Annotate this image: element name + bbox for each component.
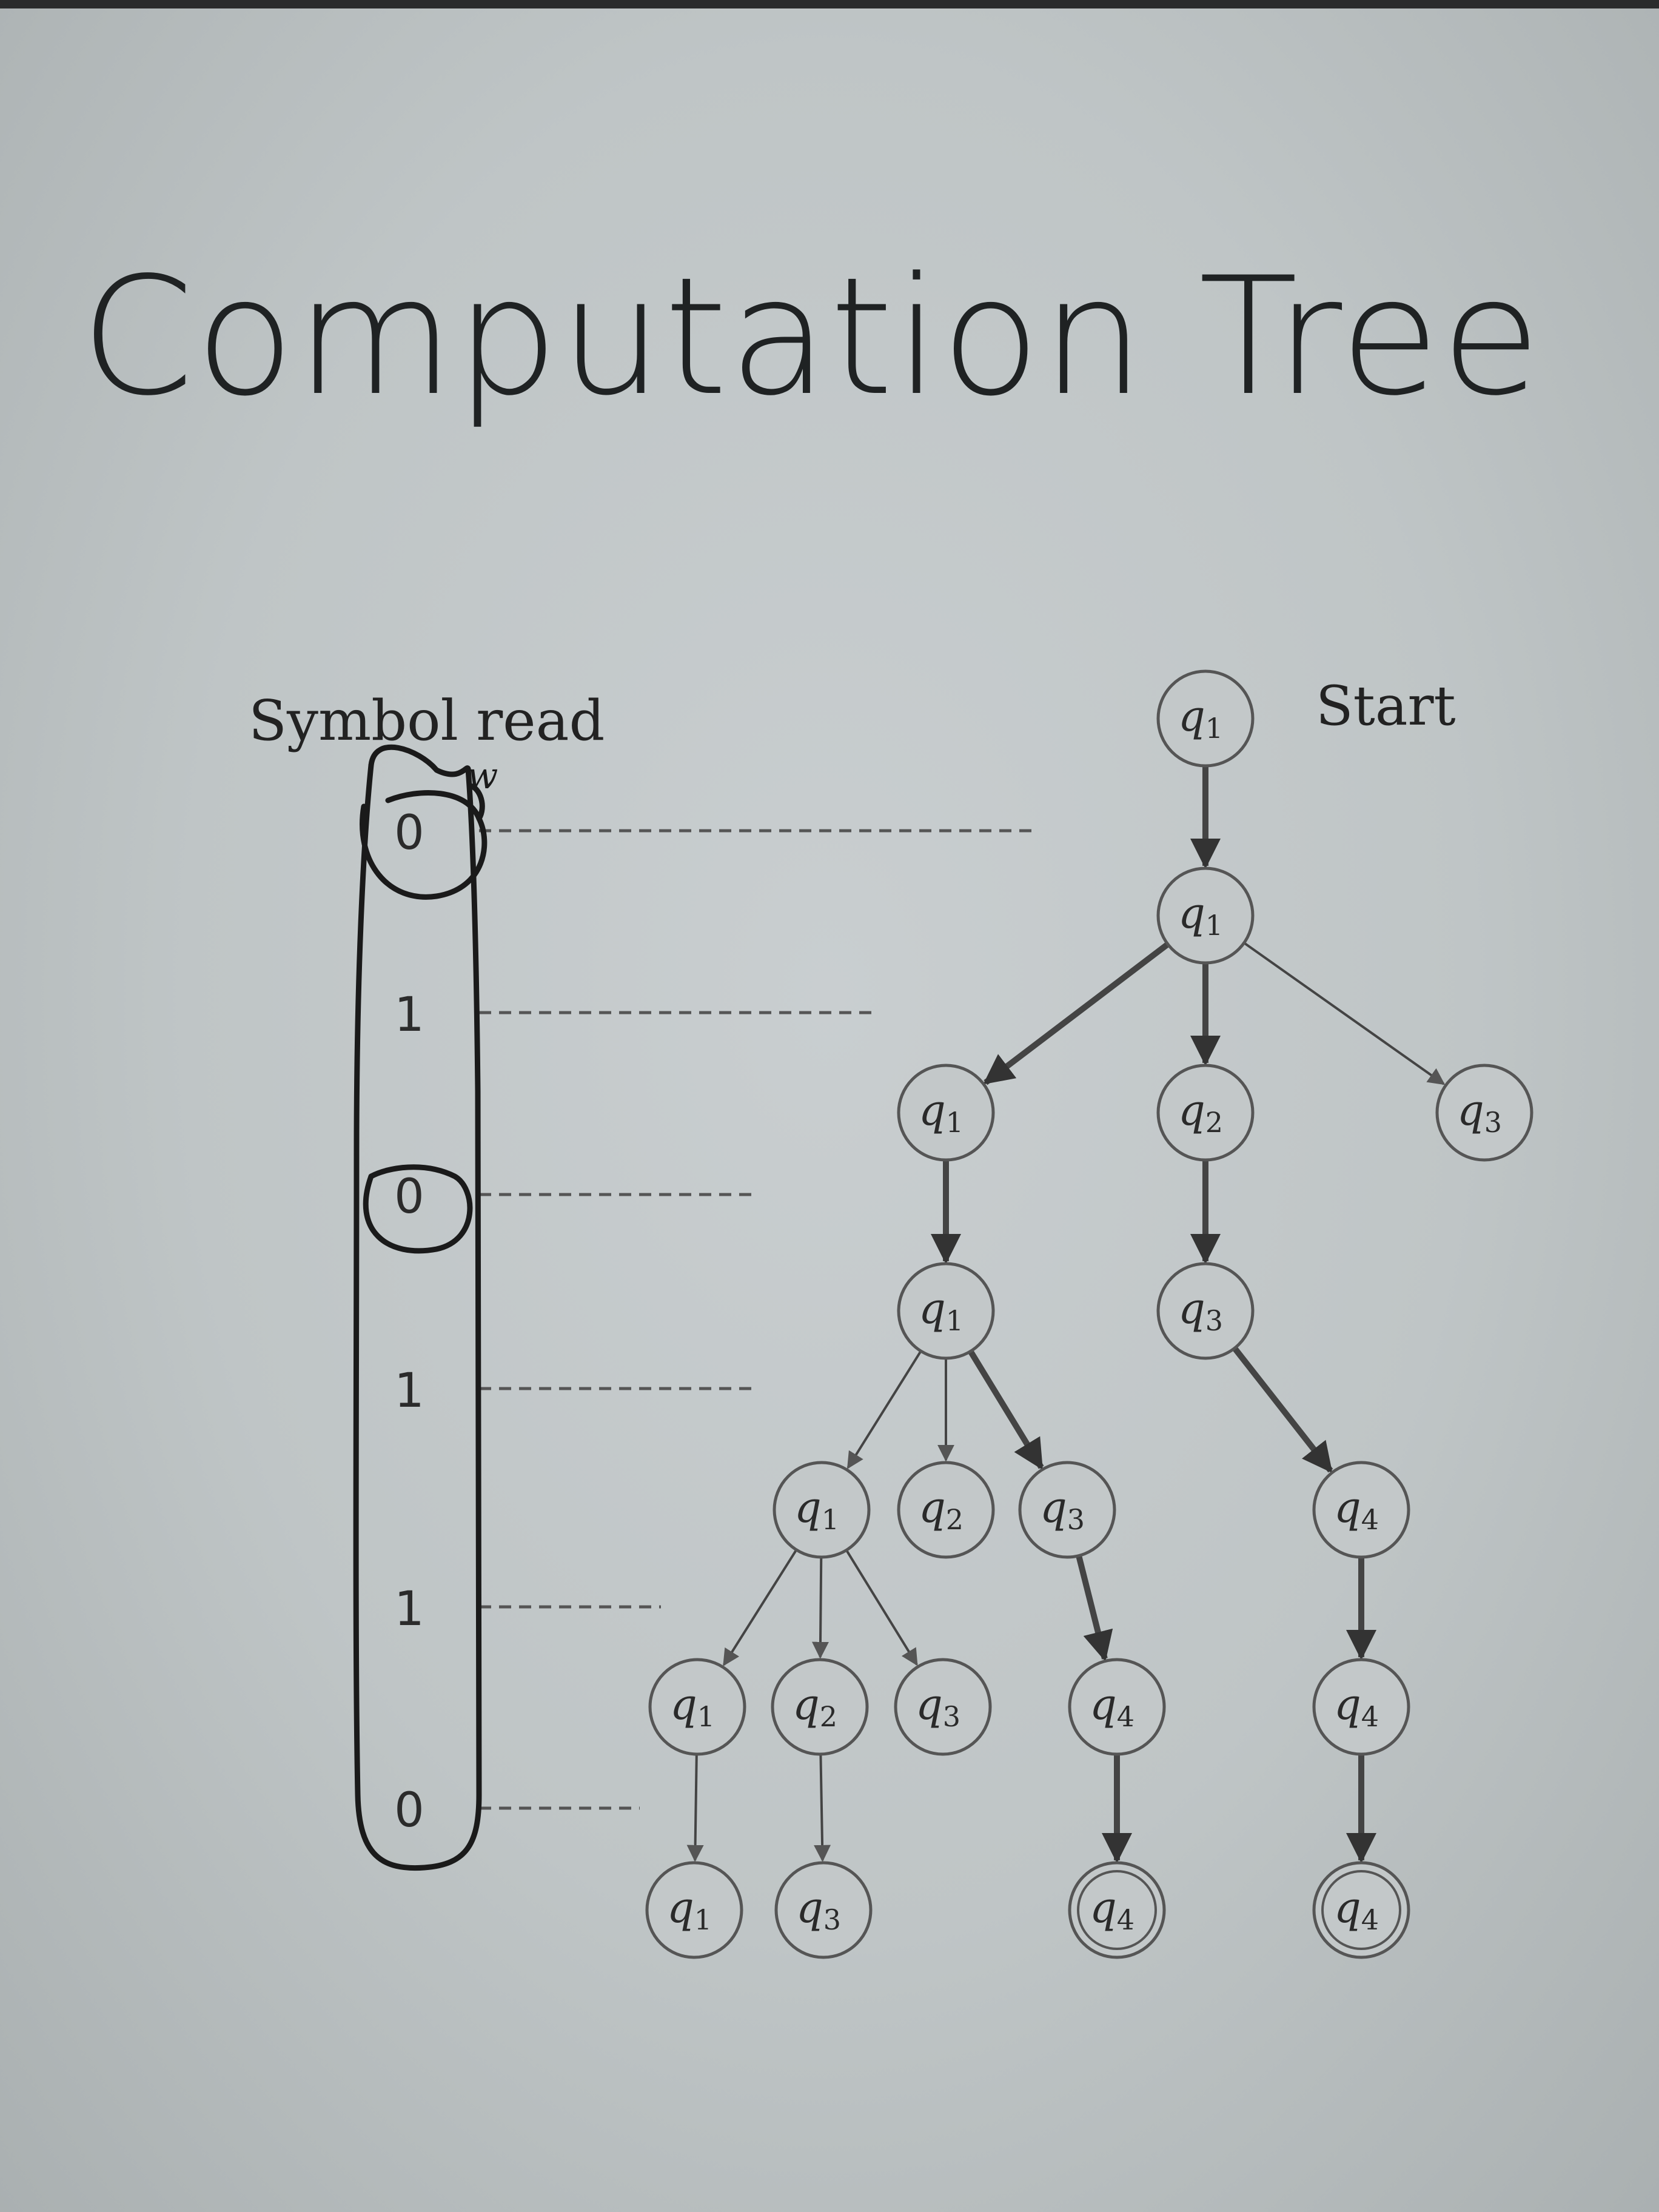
state-circle bbox=[897, 1461, 995, 1559]
top-border bbox=[0, 0, 1659, 8]
third-symbol-circle bbox=[363, 1164, 473, 1254]
tree-edge bbox=[686, 1754, 704, 1862]
tree-edge bbox=[1243, 942, 1446, 1085]
tree-edge bbox=[846, 1350, 922, 1469]
state-node: q3 bbox=[1018, 1461, 1116, 1559]
tree-edges bbox=[686, 766, 1446, 1863]
state-node: q2 bbox=[897, 1461, 995, 1559]
tape-outline-stroke bbox=[353, 762, 483, 1871]
tree-edge bbox=[723, 1549, 798, 1667]
tape-symbol: 1 bbox=[394, 1582, 424, 1637]
state-circle bbox=[1435, 1064, 1533, 1162]
tree-edge bbox=[845, 1549, 918, 1666]
accept-ring bbox=[1321, 1870, 1401, 1950]
state-circle bbox=[773, 1461, 871, 1559]
state-circle bbox=[1156, 866, 1255, 965]
state-node: q4 bbox=[1312, 1861, 1410, 1959]
tree-edge bbox=[983, 942, 1170, 1085]
tape-top-scribble bbox=[368, 744, 471, 777]
tree-edge bbox=[1232, 1346, 1333, 1473]
state-node: q4 bbox=[1068, 1861, 1166, 1959]
state-node: q3 bbox=[1435, 1064, 1533, 1162]
state-node: q1 bbox=[897, 1064, 995, 1162]
hook-stroke bbox=[468, 783, 485, 822]
tape-symbol: 1 bbox=[394, 1364, 424, 1418]
state-circle bbox=[1312, 1658, 1410, 1756]
state-node: q3 bbox=[774, 1861, 873, 1959]
start-label: Start bbox=[1316, 674, 1456, 738]
state-label: q3 bbox=[916, 1680, 960, 1733]
state-circle bbox=[1156, 669, 1255, 768]
state-label: q4 bbox=[1090, 1883, 1134, 1936]
state-node: q2 bbox=[771, 1658, 869, 1756]
state-circle bbox=[1156, 1262, 1255, 1360]
state-node: q1 bbox=[645, 1861, 743, 1959]
state-node: q3 bbox=[894, 1658, 992, 1756]
state-circle bbox=[1312, 1861, 1410, 1959]
symbol-read-label: Symbol read bbox=[249, 688, 605, 753]
tape-symbol: 0 bbox=[394, 1783, 424, 1838]
state-circle bbox=[771, 1658, 869, 1756]
handwritten-w: w bbox=[467, 755, 498, 797]
state-circle bbox=[1018, 1461, 1116, 1559]
tree-edge bbox=[811, 1557, 829, 1659]
state-node: q1 bbox=[1156, 669, 1255, 768]
tree-edge bbox=[968, 1349, 1044, 1470]
tape-symbol: 0 bbox=[394, 806, 424, 860]
state-node: q3 bbox=[1156, 1262, 1255, 1360]
state-node: q2 bbox=[1156, 1064, 1255, 1162]
state-circle bbox=[648, 1658, 746, 1756]
state-circle bbox=[1156, 1064, 1255, 1162]
state-circle bbox=[1312, 1461, 1410, 1559]
page-title: Computation Tree bbox=[80, 243, 1543, 432]
tree-edge bbox=[1076, 1555, 1113, 1662]
accept-ring bbox=[1077, 1870, 1157, 1950]
state-node: q1 bbox=[648, 1658, 746, 1756]
state-label: q1 bbox=[667, 1883, 712, 1936]
state-node: q4 bbox=[1312, 1658, 1410, 1756]
state-node: q4 bbox=[1068, 1658, 1166, 1756]
state-circle bbox=[1068, 1861, 1166, 1959]
state-circle bbox=[897, 1064, 995, 1162]
state-node: q1 bbox=[1156, 866, 1255, 965]
state-node: q1 bbox=[773, 1461, 871, 1559]
state-circle bbox=[897, 1262, 995, 1360]
state-node: q4 bbox=[1312, 1461, 1410, 1559]
state-node: q1 bbox=[897, 1262, 995, 1360]
tape-symbol: 1 bbox=[394, 988, 424, 1042]
state-circle bbox=[894, 1658, 992, 1756]
handwritten-annotations: w bbox=[353, 744, 498, 1871]
state-circle bbox=[1068, 1658, 1166, 1756]
state-circle bbox=[774, 1861, 873, 1959]
level-guide-lines bbox=[479, 829, 1037, 1810]
first-symbol-circle bbox=[360, 790, 488, 900]
tape-symbol: 0 bbox=[394, 1170, 424, 1224]
symbol-tape: 0 1 0 1 1 0 bbox=[394, 806, 424, 1838]
tree-edge bbox=[814, 1754, 831, 1862]
state-circle bbox=[645, 1861, 743, 1959]
